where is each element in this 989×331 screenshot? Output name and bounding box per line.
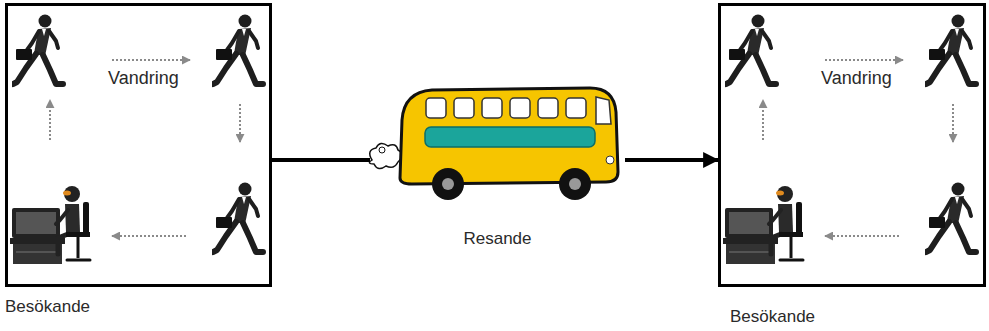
walk-loop-right	[723, 15, 976, 265]
bus-hub	[442, 178, 454, 190]
bus-window	[566, 98, 586, 118]
exhaust-puff	[379, 147, 385, 153]
group-box: VandringBesökande	[718, 3, 986, 287]
connector-arrow	[625, 158, 718, 162]
bus-body	[400, 88, 618, 184]
bus-window	[454, 98, 474, 118]
bus-illustration	[369, 88, 618, 200]
exhaust-puff	[369, 143, 402, 168]
bus-wheel	[559, 168, 591, 200]
group-box: VandringBesökande	[5, 3, 272, 287]
bus-hub	[569, 178, 581, 190]
bus-headlight	[606, 156, 614, 164]
group-heading: Besökande	[730, 308, 815, 327]
bus-window	[510, 98, 530, 118]
bus-wheel	[432, 168, 464, 200]
process-label: Vandring	[821, 69, 892, 89]
connector-group	[625, 160, 718, 161]
bus-window	[538, 98, 558, 118]
bus-windshield	[596, 97, 611, 124]
process-label: Vandring	[108, 69, 179, 89]
bus-window	[482, 98, 502, 118]
bus-stripe	[425, 127, 595, 147]
walk-loop-left	[10, 15, 263, 265]
connector-line	[272, 158, 370, 162]
bus-window	[426, 98, 446, 118]
group-heading: Besökande	[5, 298, 90, 317]
vehicle-label: Resande	[370, 230, 625, 249]
vehicle-node: Resande	[370, 80, 625, 255]
connector-group	[272, 160, 370, 161]
